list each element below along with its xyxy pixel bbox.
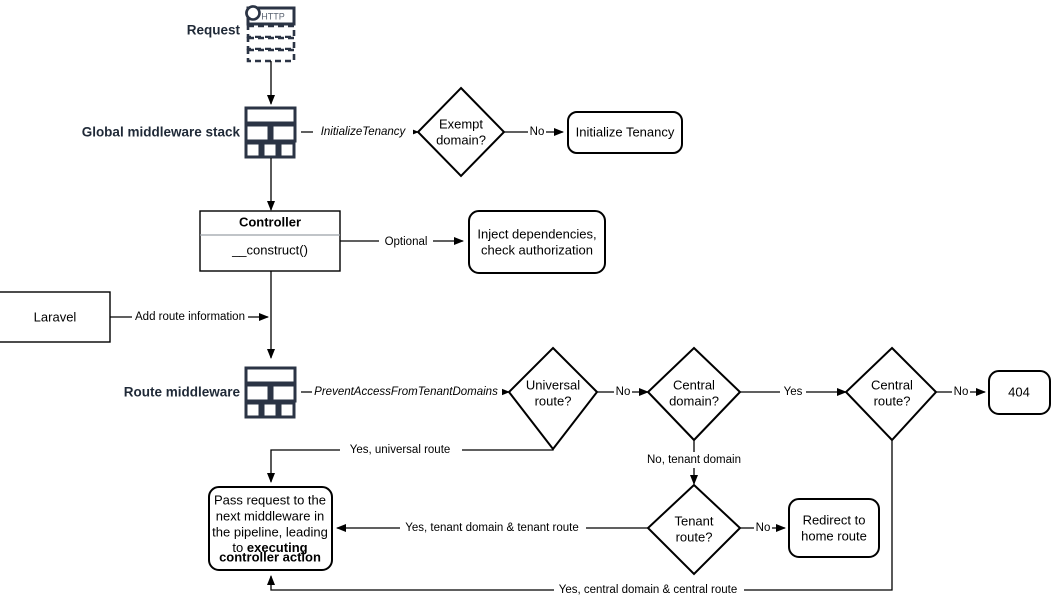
pass-request-text-line4: to executing: [232, 540, 307, 555]
controller-title-text: Controller: [239, 214, 301, 229]
route-middleware-node: Route middleware: [124, 366, 297, 419]
edge-laravel-to-pipeline-group: Add route information: [110, 309, 269, 325]
pass-request-node: Pass request to the next middleware in t…: [208, 486, 333, 571]
inject-dependencies-box: [468, 210, 606, 274]
central-route-text-line1: Central: [871, 377, 913, 392]
edge-universal-yes-group: Yes, universal route: [267, 442, 554, 483]
redirect-home-box: [788, 498, 880, 558]
pass-request-text-line5-visible: controller action: [219, 549, 321, 564]
edge-universal-to-central-domain-group: No: [597, 384, 649, 400]
tenant-route-text-line2: route?: [676, 529, 713, 544]
initialize-tenancy-box: [567, 111, 683, 154]
route-stack-row3-rect-a: [244, 401, 262, 419]
edge-route-middleware-to-universal-group: PreventAccessFromTenantDomains: [301, 384, 510, 400]
tenant-route-diamond: [646, 483, 742, 576]
not-found-node: 404: [988, 370, 1051, 415]
request-node: Request HTTP: [187, 5, 296, 105]
redirect-home-text-line1: Redirect to: [803, 512, 866, 527]
edge-label-exempt-no: No: [530, 126, 545, 138]
edge-central-domain-to-central-route-group: Yes: [740, 384, 847, 400]
stack-row2-rect-b: [270, 123, 297, 143]
pass-request-text-line3: the pipeline, leading: [212, 524, 328, 539]
exempt-domain-decision: Exempt domain?: [416, 86, 506, 178]
universal-route-text-line1: Universal: [526, 377, 580, 392]
stack-row2-rect-a: [244, 123, 271, 143]
universal-route-text-line2: route?: [535, 393, 572, 408]
edge-label-optional: Optional: [385, 236, 428, 248]
pass-request-line4-plain: to: [232, 540, 246, 555]
tenant-route-decision: Tenant route?: [646, 483, 742, 576]
global-middleware-label: Global middleware stack: [82, 125, 241, 140]
laravel-node: Laravel: [0, 291, 111, 343]
tenant-route-text-line1: Tenant: [674, 513, 713, 528]
exempt-domain-text-line1: Exempt: [439, 116, 483, 131]
request-circle-icon-top: [245, 5, 261, 21]
request-body-row-1: [246, 24, 296, 39]
inject-dependencies-node: Inject dependencies, check authorization: [468, 210, 606, 274]
edge-exempt-to-initialize-tenancy-group: No: [504, 124, 564, 140]
edge-label-tenant-route-no: No: [756, 522, 771, 534]
controller-box: [199, 210, 341, 272]
edge-label-yes-tenant-domain-tenant-route: Yes, tenant domain & tenant route: [405, 522, 578, 534]
route-middleware-label: Route middleware: [124, 385, 241, 400]
not-found-box: [988, 370, 1051, 415]
pass-request-line4-bold: executing: [247, 540, 308, 555]
edge-label-central-route-no: No: [954, 386, 969, 398]
edge-central-route-yes-group: Yes, central domain & central route: [267, 440, 893, 598]
redirect-home-node: Redirect to home route: [788, 498, 880, 558]
edge-tenant-route-yes-group: Yes, tenant domain & tenant route: [336, 520, 648, 536]
central-route-decision: Central route?: [844, 346, 938, 442]
central-domain-decision: Central domain?: [646, 346, 742, 442]
exempt-domain-text-line2: domain?: [436, 132, 486, 147]
route-stack-row2-rect-a: [244, 383, 271, 403]
not-found-text: 404: [1008, 384, 1030, 399]
route-stack-row3-rect-b: [261, 401, 279, 419]
edge-label-central-domain-yes: Yes: [784, 386, 803, 398]
edge-label-yes-central-domain-central-route: Yes, central domain & central route: [559, 584, 738, 596]
route-stack-row2-rect-b: [270, 383, 297, 403]
edge-label-add-route-information: Add route information: [135, 311, 245, 323]
edge-central-route-to-404-group: No: [936, 384, 986, 400]
edge-label-initialize-tenancy: InitializeTenancy: [321, 126, 407, 138]
controller-method-text: __construct(): [231, 242, 308, 257]
edge-controller-to-inject-group: Optional: [340, 234, 464, 250]
universal-route-decision: Universal route?: [507, 346, 599, 451]
inject-dependencies-text-line2: check authorization: [481, 242, 593, 257]
pass-request-text-line1: Pass request to the: [214, 492, 326, 507]
exempt-domain-diamond: [416, 86, 506, 178]
edge-label-universal-no: No: [616, 386, 631, 398]
stack-row1-rect: [244, 106, 297, 125]
edge-central-domain-no-group: No, tenant domain: [638, 440, 750, 485]
initialize-tenancy-text: Initialize Tenancy: [576, 124, 675, 139]
edge-label-prevent-access: PreventAccessFromTenantDomains: [314, 386, 498, 398]
request-body-row-3: [246, 48, 296, 63]
central-domain-text-line2: domain?: [669, 393, 719, 408]
central-route-text-line2: route?: [874, 393, 911, 408]
stack-row3-rect-a: [244, 141, 262, 159]
central-domain-text-line1: Central: [673, 377, 715, 392]
stack-row3-rect-c: [278, 141, 296, 159]
initialize-tenancy-node: Initialize Tenancy: [567, 111, 683, 154]
global-middleware-node: Global middleware stack InitializeTenanc…: [82, 106, 419, 211]
http-badge-text: HTTP: [261, 11, 285, 21]
route-stack-row1-rect: [244, 366, 297, 385]
inject-dependencies-text-line1: Inject dependencies,: [477, 226, 596, 241]
redirect-home-text-line2: home route: [801, 528, 867, 543]
http-request-icon: HTTP: [245, 5, 296, 63]
route-stack-row3-rect-c: [278, 401, 296, 419]
request-label: Request: [187, 23, 241, 38]
edge-label-yes-universal-route: Yes, universal route: [350, 444, 451, 456]
request-body-row-2: [246, 36, 296, 51]
middleware-stack-icon-route: [244, 366, 297, 419]
edge-tenant-route-no-group: No: [740, 520, 786, 536]
pass-request-box: [208, 486, 333, 571]
laravel-text: Laravel: [34, 309, 77, 324]
stack-row3-rect-b: [261, 141, 279, 159]
middleware-stack-icon-global: [244, 106, 297, 159]
pass-request-text-line2: next middleware in: [216, 508, 324, 523]
controller-node: Controller __construct(): [199, 210, 341, 272]
edge-label-no-tenant-domain: No, tenant domain: [647, 454, 741, 466]
